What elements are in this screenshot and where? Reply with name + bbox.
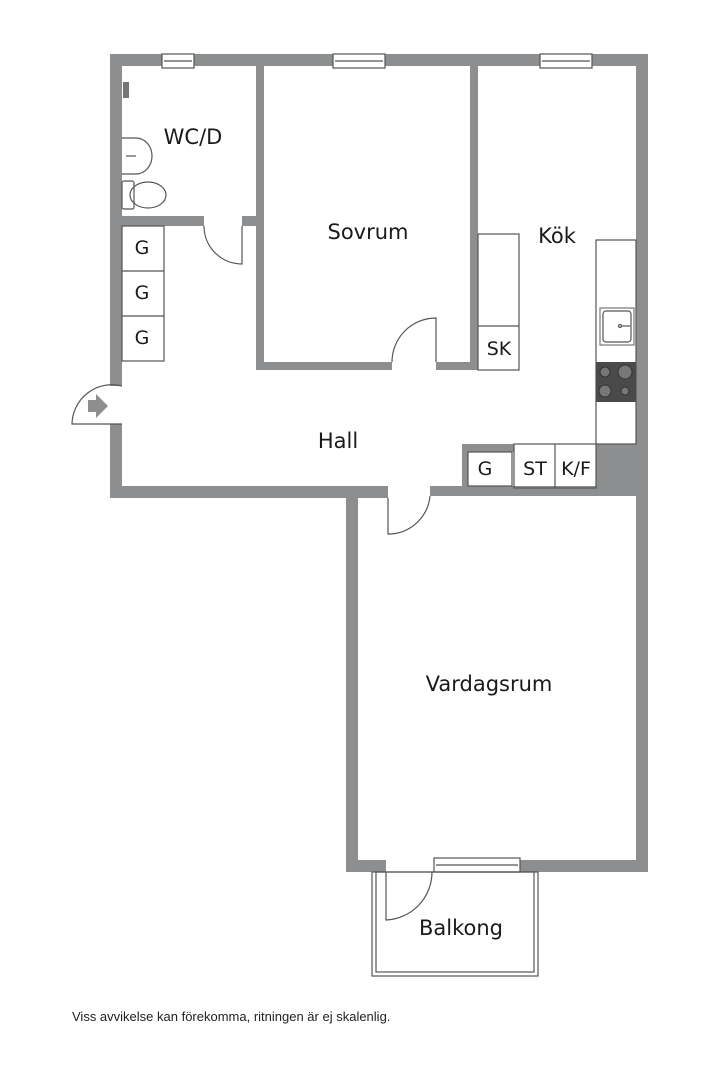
fixtures-lines [71,53,637,977]
room-label-vardagsrum: Vardagsrum [425,672,553,696]
entrance-arrow-icon [88,394,108,418]
fixture-label-garderob-hall: G [477,458,493,480]
walls [110,54,648,872]
fixture-label-garderob: G [134,237,150,259]
fixture-label-kyl-frys: K/F [561,458,591,480]
fixture-label-garderob: G [134,327,150,349]
room-label-balkong: Balkong [418,916,504,940]
disclaimer-text: Viss avvikelse kan förekomma, ritningen … [72,1009,391,1024]
stove-icon [596,362,636,402]
room-label-kok: Kök [538,224,576,248]
fixture-label-stad: ST [523,458,547,480]
room-label-hall: Hall [317,429,359,453]
fixture-label-skap: SK [486,338,512,360]
room-label-sovrum: Sovrum [327,220,409,244]
room-label-wc: WC/D [163,125,223,149]
fixture-label-garderob: G [134,282,150,304]
